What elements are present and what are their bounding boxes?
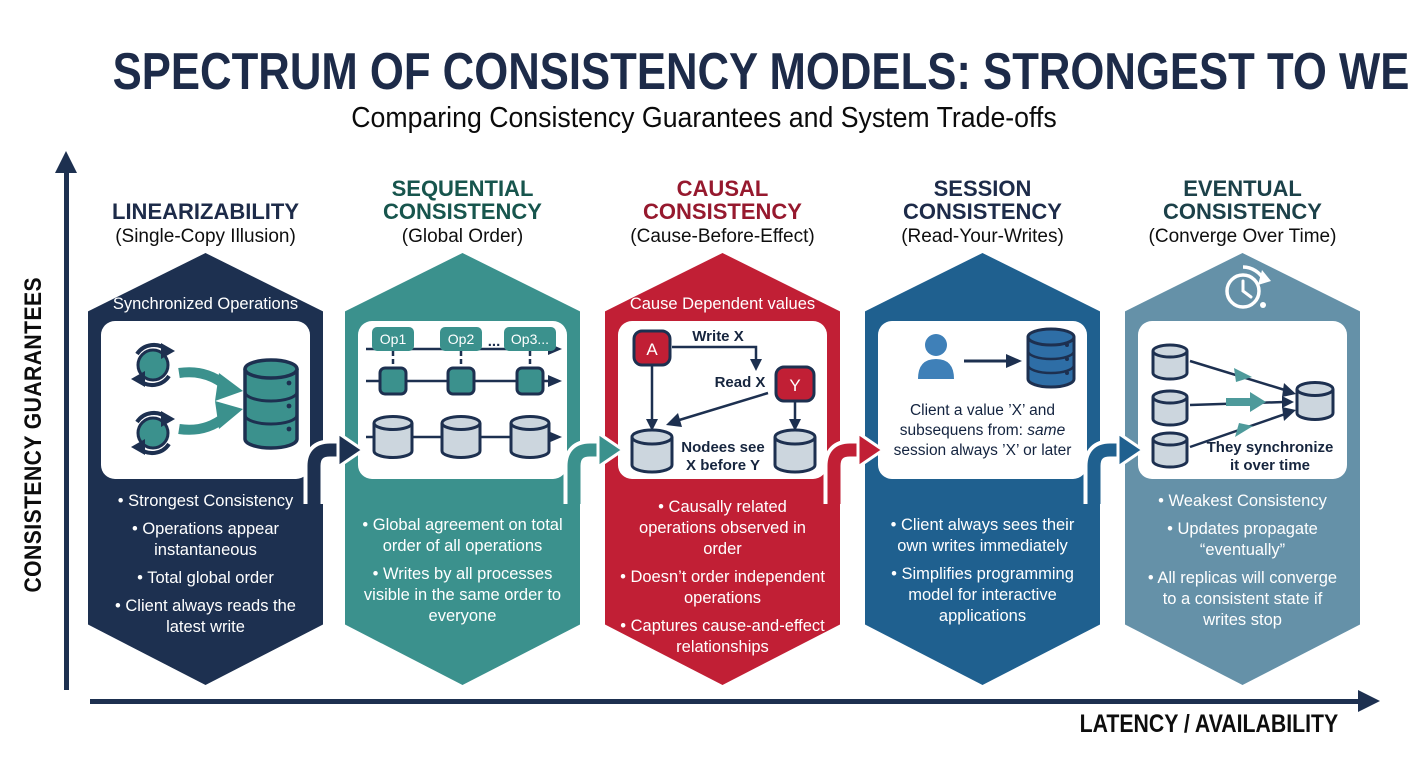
client-to-database-icon (918, 327, 1076, 389)
causal-graph-icon: A Write X Read X Y Nodees see X before Y (630, 328, 817, 474)
panel-causal: Cause Dependent values A Write X Read X … (605, 253, 840, 685)
panel-title: CAUSAL CONSISTENCY (643, 175, 802, 225)
x-axis-arrowhead-icon (1358, 690, 1380, 712)
bullet: Strongest Consistency (102, 491, 309, 512)
svg-text:Y: Y (789, 376, 800, 395)
panel-title: EVENTUAL CONSISTENCY (1163, 175, 1322, 225)
header-eventual: EVENTUAL CONSISTENCY (Converge Over Time… (1125, 166, 1360, 248)
x-axis-line (90, 699, 1358, 704)
bullet: Simplifies programming model for interac… (879, 564, 1086, 627)
bullet: Global agreement on total order of all o… (359, 515, 566, 557)
panel-qualifier: (Global Order) (401, 226, 524, 247)
bullet: All replicas will converge to a consiste… (1139, 568, 1346, 631)
svg-text:Op1: Op1 (380, 331, 407, 347)
bullet: Operations appear instantaneous (102, 519, 309, 561)
panel-qualifier: (Converge Over Time) (1148, 226, 1337, 247)
svg-text:it over time: it over time (1230, 457, 1310, 474)
panel-title: SEQUENTIAL CONSISTENCY (383, 175, 542, 225)
bullet: Client always sees their own writes imme… (879, 515, 1086, 557)
flow-arrow-icon (303, 430, 366, 504)
panel-title: SESSION CONSISTENCY (903, 175, 1062, 225)
bullet: Causally related operations observed in … (619, 497, 826, 560)
flow-arrow-icon (1083, 430, 1146, 504)
bullet: Total global order (102, 568, 309, 589)
diagram-label: Cause Dependent values (629, 295, 816, 313)
page-title: SPECTRUM OF CONSISTENCY MODELS: STRONGES… (112, 43, 1408, 101)
diagram-card (101, 321, 310, 479)
bullet-list: Strongest Consistency Operations appear … (96, 491, 315, 645)
svg-text:Write X: Write X (692, 328, 743, 345)
diagram-card: Op1 Op2 ... Op3... (358, 321, 567, 479)
diagram-card: A Write X Read X Y Nodees see X before Y (618, 321, 827, 479)
svg-text:X before Y: X before Y (686, 457, 760, 474)
clock-refresh-icon (1213, 261, 1273, 319)
panel-qualifier: (Read-Your-Writes) (901, 226, 1064, 247)
y-axis-arrowhead-icon (55, 151, 77, 173)
bullet: Updates propagate “eventually” (1139, 519, 1346, 561)
panel-session: Client a value ’X’ and subsequens from: … (865, 253, 1100, 685)
panel-linearizability: Synchronized Operations (88, 253, 323, 685)
panel-qualifier: (Single-Copy Illusion) (115, 226, 296, 247)
header-session: SESSION CONSISTENCY (Read-Your-Writes) (865, 166, 1100, 248)
bullet: Doesn’t order independent operations (619, 567, 826, 609)
replicas-converge-icon: They synchronize it over time (1151, 343, 1335, 474)
operations-timeline-icon: Op1 Op2 ... Op3... (366, 327, 562, 459)
diagram-caption: Client a value ’X’ and subsequens from: … (893, 402, 1072, 459)
svg-text:...: ... (488, 333, 501, 350)
svg-text:Nodees see: Nodees see (681, 439, 764, 456)
svg-text:Read X: Read X (715, 374, 766, 391)
diagram-card: They synchronize it over time (1138, 321, 1347, 479)
diagram-label: Synchronized Operations (112, 295, 299, 313)
svg-text:Op2: Op2 (448, 331, 475, 347)
x-axis-label: LATENCY / AVAILABILITY (1079, 710, 1338, 738)
panel-qualifier: (Cause-Before-Effect) (630, 226, 815, 247)
bullet: Captures cause-and-effect relationships (619, 616, 826, 658)
bullet: Weakest Consistency (1139, 491, 1346, 512)
flow-arrow-icon (563, 430, 626, 504)
bullet: Writes by all processes visible in the s… (359, 564, 566, 627)
svg-text:They synchronize: They synchronize (1207, 439, 1334, 456)
panel-title: LINEARIZABILITY (112, 199, 299, 225)
header-sequential: SEQUENTIAL CONSISTENCY (Global Order) (345, 166, 580, 248)
y-axis-line (64, 172, 69, 690)
bullet-list: Client always sees their own writes imme… (873, 515, 1092, 634)
diagram-card: Client a value ’X’ and subsequens from: … (878, 321, 1087, 479)
page-subtitle: Comparing Consistency Guarantees and Sys… (351, 102, 1057, 134)
panel-eventual: They synchronize it over time Weakest Co… (1125, 253, 1360, 685)
bullet-list: Causally related operations observed in … (613, 497, 832, 665)
bullet-list: Global agreement on total order of all o… (353, 515, 572, 634)
sync-to-database-icon (131, 342, 299, 456)
bullet-list: Weakest Consistency Updates propagate “e… (1133, 491, 1352, 638)
svg-text:A: A (646, 340, 658, 359)
bullet: Client always reads the latest write (102, 596, 309, 638)
flow-arrow-icon (823, 430, 886, 504)
panel-sequential: Op1 Op2 ... Op3... (345, 253, 580, 685)
svg-text:Op3...: Op3... (511, 331, 549, 347)
header-linearizability: LINEARIZABILITY (Single-Copy Illusion) (88, 166, 323, 248)
y-axis-label: CONSISTENCY GUARANTEES (20, 277, 47, 593)
header-causal: CAUSAL CONSISTENCY (Cause-Before-Effect) (605, 166, 840, 248)
